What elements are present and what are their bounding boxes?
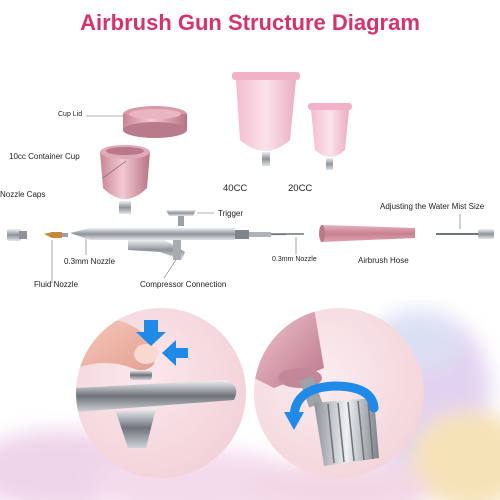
container-cup-part — [100, 145, 150, 214]
fluid-nozzle-part — [44, 232, 68, 238]
label-cup-lid: Cup Lid — [58, 111, 83, 118]
label-nozzle-right: 0.3mm Nozzle — [272, 256, 317, 263]
label-hose: Airbrush Hose — [358, 256, 409, 265]
arrow-down-icon — [136, 320, 166, 346]
airbrush-body — [70, 228, 286, 260]
page-title: Airbrush Gun Structure Diagram — [80, 10, 420, 35]
label-container-cup: 10cc Container Cup — [9, 152, 80, 161]
airbrush-hose-part — [319, 225, 415, 242]
leader-lines — [51, 115, 461, 283]
trigger-part — [166, 210, 196, 226]
nozzle-caps-part — [7, 229, 27, 241]
label-cup-40cc: 40CC — [223, 183, 248, 194]
watercolor-background — [0, 310, 500, 500]
label-nozzle-caps: Nozzle Caps — [0, 190, 46, 199]
trigger-press-photo — [76, 308, 246, 478]
label-trigger: Trigger — [218, 209, 244, 218]
rotate-arrow-icon — [289, 381, 379, 423]
label-compressor: Compressor Connection — [140, 280, 227, 289]
cup-20cc-part — [308, 103, 352, 170]
cup-lid-part — [123, 106, 187, 138]
adjuster-rotate-photo — [254, 308, 424, 478]
arrow-left-icon — [162, 340, 188, 366]
label-cup-20cc: 20CC — [288, 183, 313, 194]
label-fluid-nozzle: Fluid Nozzle — [34, 280, 79, 289]
cup-40cc-part — [232, 72, 300, 166]
airbrush-diagram — [7, 72, 494, 283]
water-mist-adjuster-part — [436, 229, 494, 239]
label-water-mist: Adjusting the Water Mist Size — [380, 202, 485, 211]
label-nozzle-left: 0.3mm Nozzle — [64, 257, 116, 266]
